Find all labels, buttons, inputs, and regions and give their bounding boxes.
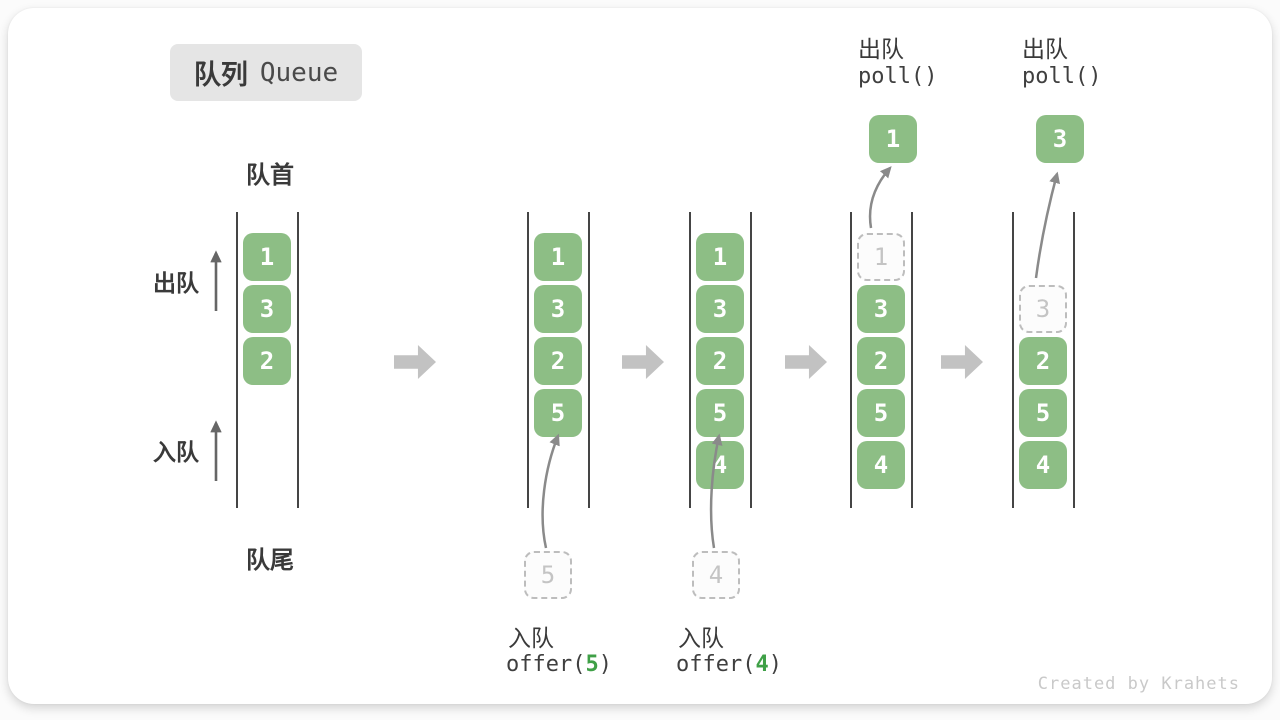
queue-cell: 1 <box>243 233 291 281</box>
queue-cell: 2 <box>1019 337 1067 385</box>
ghost-cell: 1 <box>857 233 905 281</box>
code-pre: offer( <box>506 652 586 677</box>
queue-cell: 2 <box>696 337 744 385</box>
queue-cell: 3 <box>243 285 291 333</box>
code-pre: offer( <box>676 652 756 677</box>
op-code-dequeue-1: poll() <box>858 64 938 89</box>
op-code-dequeue-3: poll() <box>1022 64 1102 89</box>
flow-arrow-icon <box>941 345 983 379</box>
queue-rear-label: 队尾 <box>246 547 294 574</box>
queue-cell: 4 <box>696 441 744 489</box>
queue-wall <box>750 212 752 508</box>
enqueue-arrow-icon <box>541 433 560 549</box>
op-label-enqueue-4: 入队 <box>678 625 724 651</box>
dequeue-side-label: 出队 <box>153 270 199 296</box>
dequeue-arrow-icon <box>1034 171 1060 279</box>
enqueue-direction-arrow-icon <box>210 420 222 481</box>
incoming-cell: 4 <box>692 551 740 599</box>
queue-wall <box>588 212 590 508</box>
queue-cell: 5 <box>1019 389 1067 437</box>
flow-arrow-icon <box>622 345 664 379</box>
queue-wall <box>527 212 529 508</box>
dequeue-arrow-icon <box>868 166 892 229</box>
enqueue-arrow-icon <box>709 433 723 549</box>
op-code-enqueue-4: offer(4) <box>676 652 782 677</box>
title-zh: 队列 <box>193 60 248 90</box>
code-post: ) <box>768 652 782 677</box>
ghost-cell: 3 <box>1019 285 1067 333</box>
diagram-card: 队列 Queue 队首 队尾 出队 入队 1 3 2 1 3 2 5 5 入队 … <box>8 8 1272 704</box>
credit-text: Created by Krahets <box>1037 674 1240 694</box>
queue-wall <box>850 212 852 508</box>
queue-cell: 2 <box>534 337 582 385</box>
queue-cell: 3 <box>857 285 905 333</box>
queue-cell: 3 <box>534 285 582 333</box>
queue-cell: 5 <box>534 389 582 437</box>
outgoing-cell: 1 <box>869 115 917 163</box>
incoming-cell: 5 <box>524 551 572 599</box>
queue-front-label: 队首 <box>246 162 294 189</box>
queue-cell: 3 <box>696 285 744 333</box>
queue-cell: 5 <box>696 389 744 437</box>
code-arg: 4 <box>755 652 769 677</box>
queue-cell: 4 <box>857 441 905 489</box>
queue-wall <box>1012 212 1014 508</box>
outgoing-cell: 3 <box>1036 115 1084 163</box>
flow-arrow-icon <box>394 345 436 379</box>
queue-cell: 1 <box>534 233 582 281</box>
queue-wall <box>236 212 238 508</box>
flow-arrow-icon <box>785 345 827 379</box>
queue-wall <box>297 212 299 508</box>
title-box: 队列 Queue <box>170 44 362 101</box>
queue-cell: 5 <box>857 389 905 437</box>
op-label-dequeue-1: 出队 <box>858 36 904 62</box>
op-label-enqueue-5: 入队 <box>508 625 554 651</box>
queue-cell: 2 <box>243 337 291 385</box>
code-post: ) <box>598 652 612 677</box>
dequeue-direction-arrow-icon <box>210 250 222 311</box>
queue-cell: 4 <box>1019 441 1067 489</box>
queue-cell: 2 <box>857 337 905 385</box>
queue-wall <box>911 212 913 508</box>
op-label-dequeue-3: 出队 <box>1022 36 1068 62</box>
queue-cell: 1 <box>696 233 744 281</box>
enqueue-side-label: 入队 <box>153 439 199 465</box>
code-arg: 5 <box>585 652 599 677</box>
title-en: Queue <box>259 57 339 88</box>
queue-wall <box>689 212 691 508</box>
queue-wall <box>1073 212 1075 508</box>
op-code-enqueue-5: offer(5) <box>506 652 612 677</box>
